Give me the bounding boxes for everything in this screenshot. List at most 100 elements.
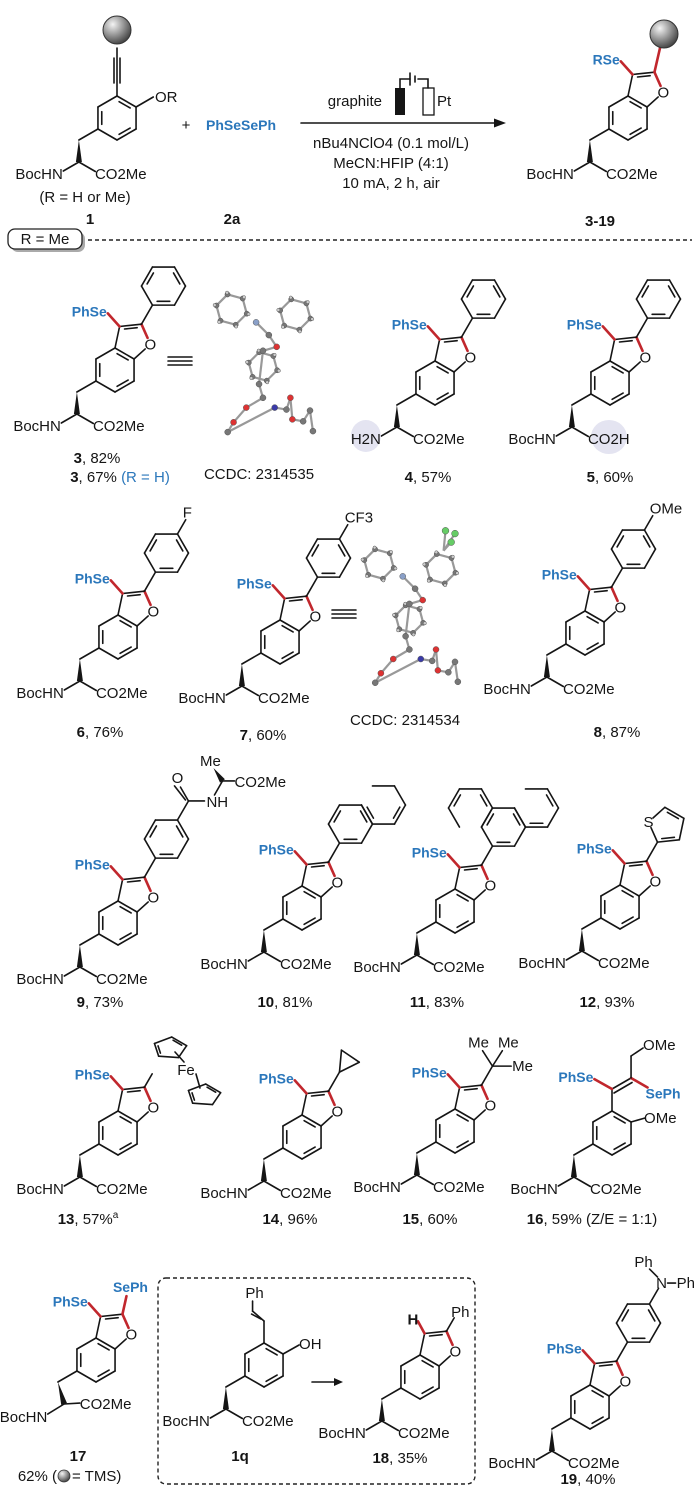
bond [119, 646, 132, 655]
bond [571, 393, 592, 406]
bond [57, 1370, 78, 1383]
wedge-bond [578, 929, 585, 951]
new-bond [445, 1329, 454, 1347]
bond [615, 1303, 629, 1324]
crystal-atom [371, 679, 379, 686]
bond [591, 1416, 604, 1425]
bond [126, 879, 141, 883]
bond [117, 878, 124, 902]
bond [611, 1110, 632, 1123]
oxygen-label: O [640, 349, 652, 366]
ester-label: CO2Me [242, 1413, 294, 1430]
methoxy-label: OMe [643, 1037, 676, 1054]
bond [95, 1370, 116, 1383]
bond [225, 685, 243, 696]
bond [114, 325, 121, 349]
bond [303, 1146, 316, 1155]
bond [492, 285, 501, 298]
selenyl-label: PhSe [547, 1340, 582, 1356]
amine-label: BocHN [178, 690, 226, 707]
bond [114, 347, 135, 360]
bond [463, 1087, 478, 1091]
new-bond [416, 1320, 426, 1335]
bond [611, 365, 624, 374]
bond [647, 1309, 656, 1322]
bond [360, 823, 374, 844]
oxygen-label: O [310, 608, 322, 625]
amine-label: BocHN [13, 418, 61, 435]
ester-label: CO2Me [606, 166, 658, 183]
bond [619, 862, 626, 886]
graphite-electrode-icon [395, 88, 405, 115]
r-definition: (R = H or Me) [39, 189, 130, 206]
bond [126, 1089, 141, 1093]
bond [247, 951, 265, 962]
bond [628, 863, 643, 867]
compound-yield: 3, 82% [74, 450, 121, 467]
new-bond [327, 860, 336, 878]
bond [447, 807, 461, 828]
bond [603, 611, 616, 623]
amine-label: BocHN [162, 1413, 210, 1430]
bond [546, 807, 560, 828]
new-bond [293, 1079, 308, 1095]
oxygen-label: O [485, 1097, 497, 1114]
crystal-atom [381, 578, 386, 583]
crystal-bond [289, 397, 294, 420]
ester-label: CO2Me [433, 959, 485, 976]
crystal-atom [406, 600, 413, 608]
crystal-atom [399, 573, 406, 580]
compound-label: 3, 82% [74, 450, 121, 467]
bond [157, 1055, 180, 1059]
bond [608, 128, 629, 141]
bond [143, 1073, 153, 1088]
bond [143, 533, 157, 554]
bond [609, 393, 630, 406]
bond [117, 933, 138, 946]
ester-label: CO2Me [398, 1425, 450, 1442]
bond [616, 535, 625, 548]
amine-label: BocHN [15, 166, 63, 183]
bond [573, 1176, 592, 1188]
bond [545, 794, 554, 807]
crystal-atom [230, 419, 237, 426]
control-experiment-box [157, 1277, 476, 1485]
bond [265, 1374, 278, 1383]
bond [333, 810, 342, 823]
solvent-condition: MeCN:HFIP (4:1) [333, 155, 449, 172]
new-bond [480, 863, 489, 881]
selenyl-label: PhSe [75, 1066, 110, 1082]
bond [623, 860, 648, 865]
bond [79, 933, 100, 946]
wedge-bond [568, 405, 575, 427]
bond [642, 535, 651, 548]
crystal-atom [252, 319, 260, 326]
crystal-atom [276, 308, 281, 312]
bond [393, 804, 407, 825]
ester-label: CO2Me [258, 690, 310, 707]
bond [79, 680, 98, 692]
compound-label: 19, 40% [560, 1471, 615, 1488]
selenyl-label: RSe [593, 51, 620, 67]
section-badge [7, 228, 83, 250]
bond [116, 352, 129, 361]
bond [435, 1141, 456, 1154]
wedge-bond [57, 1382, 67, 1405]
bond [301, 1114, 322, 1127]
bond [118, 100, 131, 109]
bond [143, 857, 157, 878]
bond [126, 593, 141, 597]
methyl-label: Me [200, 753, 221, 770]
bond [590, 360, 611, 373]
tms-note: = TMS) [72, 1468, 121, 1485]
bond [204, 1083, 222, 1094]
methyl-label: Me [512, 1058, 533, 1075]
crystal-bond [404, 603, 411, 637]
compound-yield: 8, 87% [594, 724, 641, 741]
bond [121, 1086, 146, 1091]
